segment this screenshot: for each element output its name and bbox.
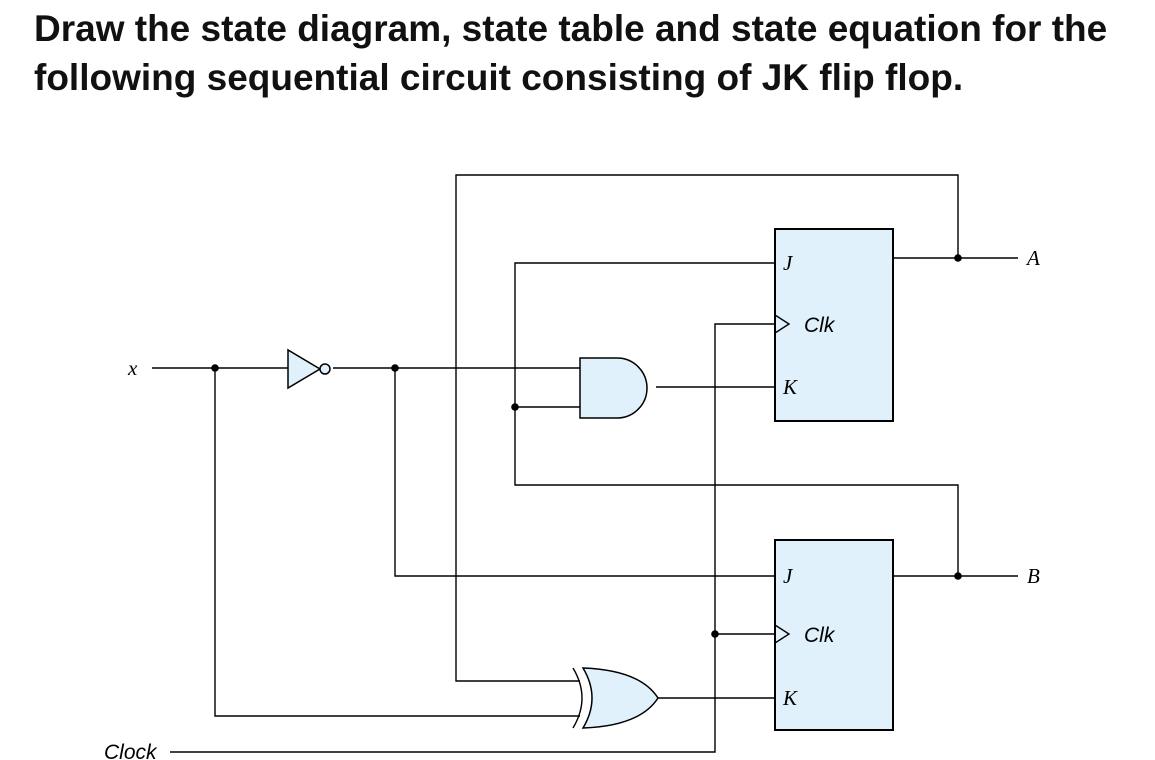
flip-flop-b: J Clk K <box>774 539 894 731</box>
ffa-k-label: K <box>782 375 798 399</box>
question-text: Draw the state diagram, state table and … <box>34 8 1108 98</box>
ffb-j-label: J <box>783 564 794 588</box>
output-b-label: B <box>1027 564 1040 588</box>
junction-dot <box>954 254 962 262</box>
ffa-j-label: J <box>783 251 794 275</box>
wire-x-to-xor <box>214 368 580 717</box>
ffa-clk-label: Clk <box>804 314 836 337</box>
junction-dot <box>954 572 962 580</box>
wire-b-feedback <box>514 262 959 576</box>
junction-dot <box>391 364 399 372</box>
and-gate <box>579 357 648 419</box>
xor-gate <box>572 667 659 729</box>
wires <box>152 174 1018 753</box>
wire-clock <box>170 323 775 753</box>
junction-dot <box>711 630 719 638</box>
not-gate <box>287 348 331 390</box>
wire-not-to-jb <box>394 368 775 577</box>
clock-label: Clock <box>104 741 158 760</box>
output-a-label: A <box>1025 246 1040 270</box>
flip-flop-a: J Clk K <box>774 228 894 422</box>
ffb-clk-label: Clk <box>804 624 836 647</box>
junction-dot <box>211 364 219 372</box>
junction-dot <box>511 403 519 411</box>
input-x-label: x <box>127 356 138 380</box>
junctions <box>211 254 962 638</box>
wire-a-feedback <box>455 174 959 682</box>
ffb-k-label: K <box>782 686 798 710</box>
